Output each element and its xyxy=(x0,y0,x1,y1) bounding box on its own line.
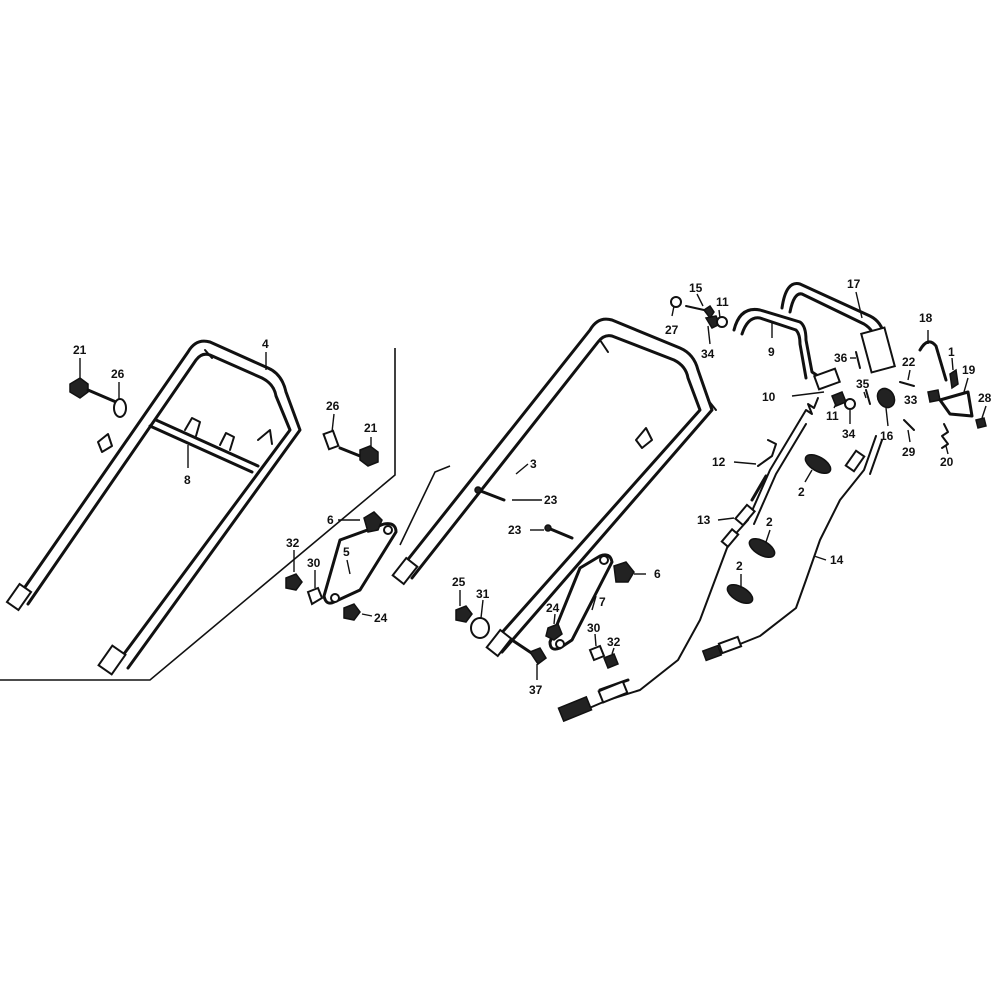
callout-32-right: 32 xyxy=(607,635,621,649)
callout-30-right: 30 xyxy=(587,621,601,635)
upper-handle-pipe-left xyxy=(5,339,302,676)
callout-6-right: 6 xyxy=(654,567,661,581)
callout-28: 28 xyxy=(978,391,992,405)
callout-32-left: 32 xyxy=(286,536,300,550)
callout-23-lower: 23 xyxy=(508,523,522,537)
bolt-23-lower xyxy=(544,524,574,540)
callout-29: 29 xyxy=(902,445,916,459)
left-assembly-frame xyxy=(0,348,396,681)
callout-30-left: 30 xyxy=(307,556,321,570)
callout-36: 36 xyxy=(834,351,848,365)
callout-12: 12 xyxy=(712,455,726,469)
callout-24-right: 24 xyxy=(546,601,560,615)
callout-37: 37 xyxy=(529,683,543,697)
callout-24-left: 24 xyxy=(374,611,388,625)
callout-17: 17 xyxy=(847,277,861,291)
callout-2-middle: 2 xyxy=(766,515,773,529)
callout-25: 25 xyxy=(452,575,466,589)
bolt-21-left xyxy=(69,377,118,404)
washer-26-left xyxy=(113,398,127,418)
left-handle-assembly xyxy=(0,339,396,681)
cable-clip-2-middle xyxy=(748,537,776,559)
callout-21-right: 21 xyxy=(364,421,378,435)
control-levers xyxy=(670,282,987,455)
callout-6-left: 6 xyxy=(327,513,334,527)
callout-34-lower: 34 xyxy=(842,427,856,441)
callout-5: 5 xyxy=(343,545,350,559)
callout-20: 20 xyxy=(940,455,954,469)
callout-2-lower: 2 xyxy=(736,559,743,573)
callout-18: 18 xyxy=(919,311,933,325)
callout-19: 19 xyxy=(962,363,976,377)
callout-10: 10 xyxy=(762,390,776,404)
callout-26-right: 26 xyxy=(326,399,340,413)
cable-clip-2-lower xyxy=(726,583,754,605)
callout-34-upper: 34 xyxy=(701,347,715,361)
control-cables xyxy=(557,419,883,723)
callout-11-upper: 11 xyxy=(716,295,729,309)
callout-31: 31 xyxy=(476,587,490,601)
center-handle-assembly xyxy=(391,317,717,658)
washer-26-right xyxy=(322,429,340,451)
callout-8: 8 xyxy=(184,473,191,487)
bolt-21-right xyxy=(338,445,379,467)
cable-clip-2-upper xyxy=(804,453,832,475)
callout-11-lower: 11 xyxy=(826,409,839,423)
callout-21-left: 21 xyxy=(73,343,87,357)
callout-26-left: 26 xyxy=(111,367,125,381)
callout-2-upper: 2 xyxy=(798,485,805,499)
lower-bracket-part-5 xyxy=(285,511,398,621)
callout-4: 4 xyxy=(262,337,269,351)
callout-7: 7 xyxy=(599,595,606,609)
callout-numbers: 21 26 4 8 26 21 6 5 32 30 24 3 23 23 6 7… xyxy=(73,277,992,697)
lower-bracket-part-7 xyxy=(455,553,646,680)
pipe-clip xyxy=(97,433,113,453)
cross-bar-part-8 xyxy=(148,417,273,474)
callout-16: 16 xyxy=(880,429,894,443)
callout-14: 14 xyxy=(830,553,844,567)
callout-27: 27 xyxy=(665,323,679,337)
bolt-23-upper xyxy=(474,486,506,502)
callout-23-upper: 23 xyxy=(544,493,558,507)
callout-13: 13 xyxy=(697,513,711,527)
callout-35: 35 xyxy=(856,377,870,391)
callout-22: 22 xyxy=(902,355,916,369)
callout-1: 1 xyxy=(948,345,955,359)
callout-3: 3 xyxy=(530,457,537,471)
callout-33: 33 xyxy=(904,393,918,407)
callout-15: 15 xyxy=(689,281,703,295)
callout-9: 9 xyxy=(768,345,775,359)
